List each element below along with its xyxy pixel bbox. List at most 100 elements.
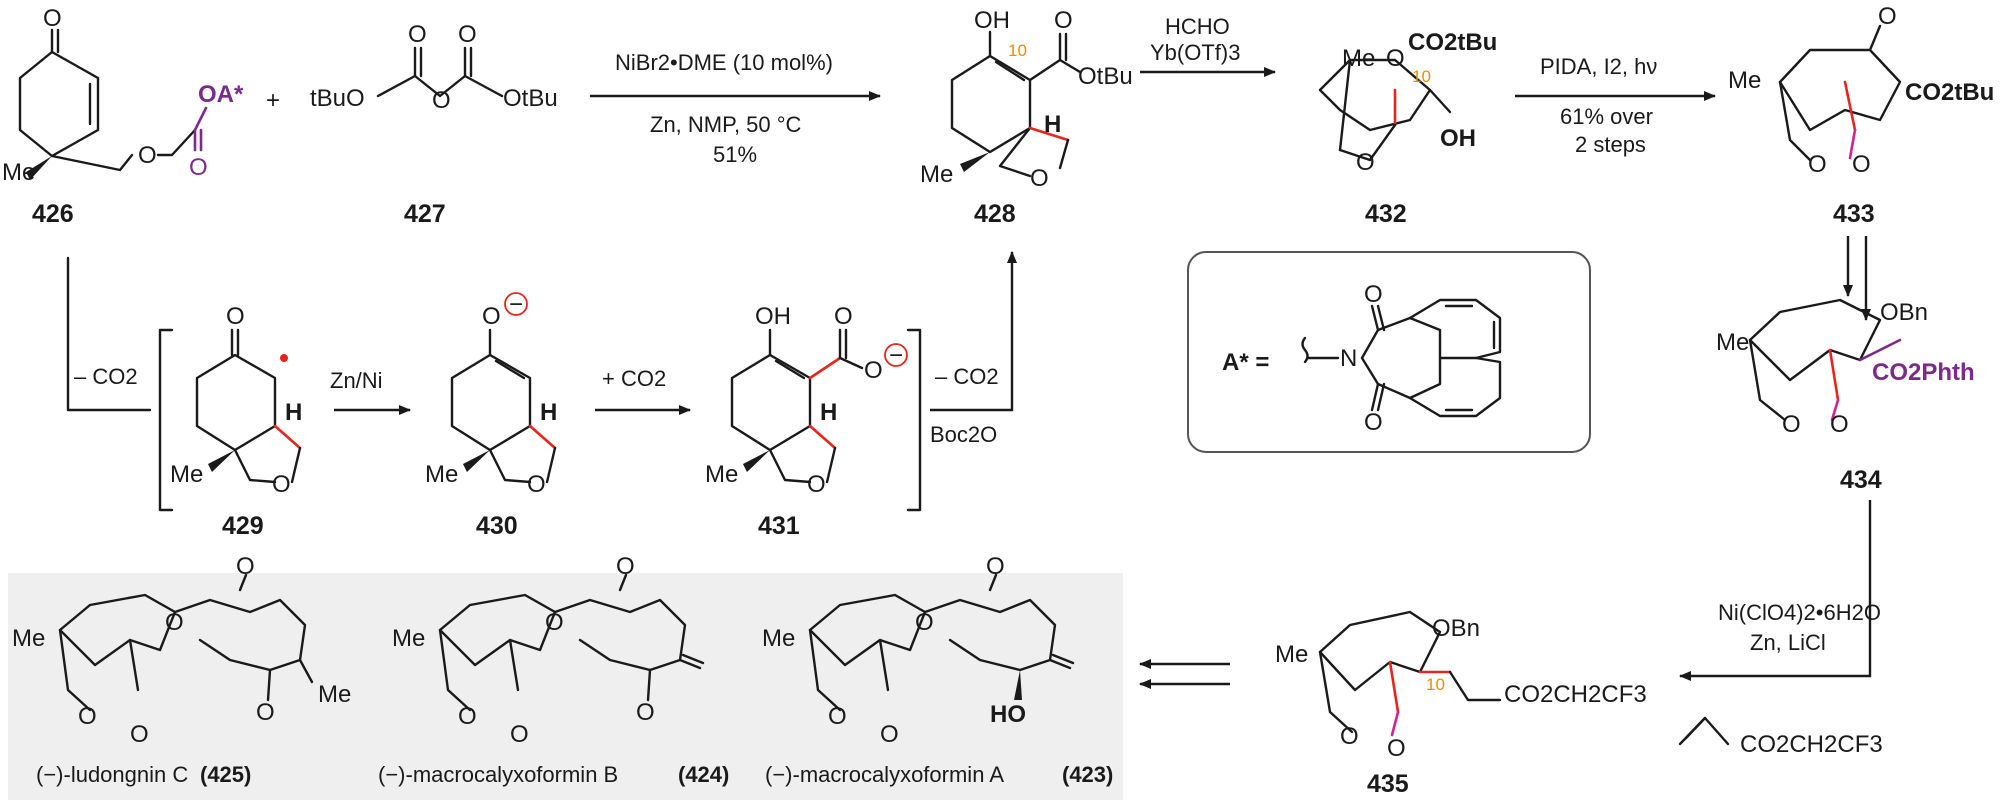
me-431: Me <box>705 461 738 488</box>
h-429: H <box>285 399 302 426</box>
c10-432: 10 <box>1412 67 1431 86</box>
oh-428: OH <box>974 7 1010 34</box>
me-435: Me <box>1275 641 1308 668</box>
me-430: Me <box>425 461 458 488</box>
o-top-426: O <box>43 5 62 32</box>
o-k2-425: O <box>256 699 275 726</box>
co2phth-434: CO2Phth <box>1872 359 1975 386</box>
product-number-423: (423) <box>1062 762 1113 787</box>
o-k2-424: O <box>636 699 655 726</box>
ho-423: HO <box>990 701 1026 728</box>
cond-step2-line2: Yb(OTf)3 <box>1150 40 1240 65</box>
compound-429: O H Me O 429 <box>170 303 302 540</box>
astar-o2: O <box>1364 409 1383 436</box>
acrylate: CO2CH2CF3 <box>1678 716 1883 758</box>
cond-minus-co2-left: – CO2 <box>74 364 138 389</box>
o-bridge-425: O <box>165 609 184 636</box>
compound-435: OBn Me 10 CO2CH2CF3 O O 435 <box>1275 610 1647 798</box>
product-name-425: (−)-ludongnin C <box>36 762 188 787</box>
label-431: 431 <box>758 512 800 540</box>
o-a-424: O <box>458 703 477 730</box>
co2tbu-432: CO2tBu <box>1408 29 1497 56</box>
label-430: 430 <box>476 512 518 540</box>
cond-step1-line1: NiBr2•DME (10 mol%) <box>615 50 833 75</box>
product-name-423: (−)-macrocalyxoformin A <box>765 762 1004 787</box>
o-carb-428: O <box>1054 7 1073 34</box>
me-428: Me <box>920 161 953 188</box>
o-carb-431: O <box>834 303 853 330</box>
o-ring-430: O <box>527 471 546 498</box>
oh-432: OH <box>1440 125 1476 152</box>
cond-zn-ni: Zn/Ni <box>330 368 383 393</box>
o2-434: O <box>1830 411 1849 438</box>
astar-o1: O <box>1364 281 1383 308</box>
me1-423: Me <box>762 625 795 652</box>
product-name-424: (−)-macrocalyxoformin B <box>378 762 618 787</box>
me1-424: Me <box>392 625 425 652</box>
co2tbu-433: CO2tBu <box>1905 79 1994 106</box>
label-428: 428 <box>974 200 1016 228</box>
arrow-to-428 <box>930 251 1017 412</box>
label-426: 426 <box>32 200 74 228</box>
chain-435: CO2CH2CF3 <box>1504 681 1647 708</box>
o-k1-425: O <box>236 553 255 580</box>
h-431: H <box>820 399 837 426</box>
cond-boc2o: Boc2O <box>930 422 997 447</box>
cond-step4-line2: Zn, LiCl <box>1750 630 1826 655</box>
label-435: 435 <box>1367 770 1409 798</box>
charge-431: − <box>889 342 903 369</box>
compound-430: O − H Me O 430 <box>425 291 557 540</box>
o1-427: O <box>408 21 427 48</box>
o-k1-424: O <box>616 553 635 580</box>
cond-minus-co2-right: – CO2 <box>935 364 999 389</box>
label-433: 433 <box>1833 200 1875 228</box>
otbu-427: OtBu <box>503 85 558 112</box>
o2-435: O <box>1387 735 1406 762</box>
cond-step1-line2: Zn, NMP, 50 °C <box>650 112 802 137</box>
astar-n: N <box>1340 345 1357 372</box>
o-k-433: O <box>1878 3 1897 30</box>
c10-435: 10 <box>1426 675 1445 694</box>
o-bridge-424: O <box>545 609 564 636</box>
tbuo-427: tBuO <box>310 85 365 112</box>
me-432: Me <box>1342 45 1375 72</box>
bracket-right <box>906 328 922 512</box>
me-434: Me <box>1716 329 1749 356</box>
o1-435: O <box>1340 723 1359 750</box>
cond-step3-line1: PIDA, I2, hν <box>1540 54 1657 79</box>
products-panel <box>8 573 1123 800</box>
compound-431: OH O O − H Me O 431 <box>705 303 908 540</box>
o-bridge-427: O <box>432 87 451 114</box>
plus-sign: + <box>266 87 280 114</box>
o-b-425: O <box>130 721 149 748</box>
h-428: H <box>1044 111 1061 138</box>
me2-425: Me <box>318 681 351 708</box>
mech-line-left <box>66 256 152 412</box>
o-429: O <box>226 303 245 330</box>
astar-structure: A* = N O O <box>1222 281 1502 436</box>
label-432: 432 <box>1365 200 1407 228</box>
compound-433: O Me CO2tBu O O 433 <box>1728 3 1994 228</box>
me-429: Me <box>170 461 203 488</box>
cond-step3-line3: 2 steps <box>1575 132 1646 157</box>
o-k-432: O <box>1386 45 1405 72</box>
compound-427: tBuO O O O OtBu 427 <box>310 21 558 228</box>
product-number-424: (424) <box>678 762 729 787</box>
o-minus-431: O <box>864 357 883 384</box>
product-423: Me O O HO O O (−)-macrocalyxoformin A (4… <box>762 553 1113 787</box>
h-430: H <box>540 399 557 426</box>
compound-428: OH 10 O OtBu H Me O 428 <box>920 7 1133 228</box>
o1-434: O <box>1782 411 1801 438</box>
product-424: Me O O O O O (−)-macrocalyxoformin B (42… <box>378 553 729 787</box>
compound-426: O Me O OA* O 426 <box>2 5 244 228</box>
compound-434: OBn Me CO2Phth O O 434 <box>1716 298 1975 494</box>
o-ring-428: O <box>1030 165 1049 192</box>
o-carbonyl-426: O <box>189 154 208 181</box>
o2-427: O <box>458 21 477 48</box>
o-b-423: O <box>880 721 899 748</box>
cond-plus-co2: + CO2 <box>602 366 666 391</box>
cond-step3-line2: 61% over <box>1560 104 1653 129</box>
otbu-428: OtBu <box>1078 63 1133 90</box>
o-ring-431: O <box>807 471 826 498</box>
